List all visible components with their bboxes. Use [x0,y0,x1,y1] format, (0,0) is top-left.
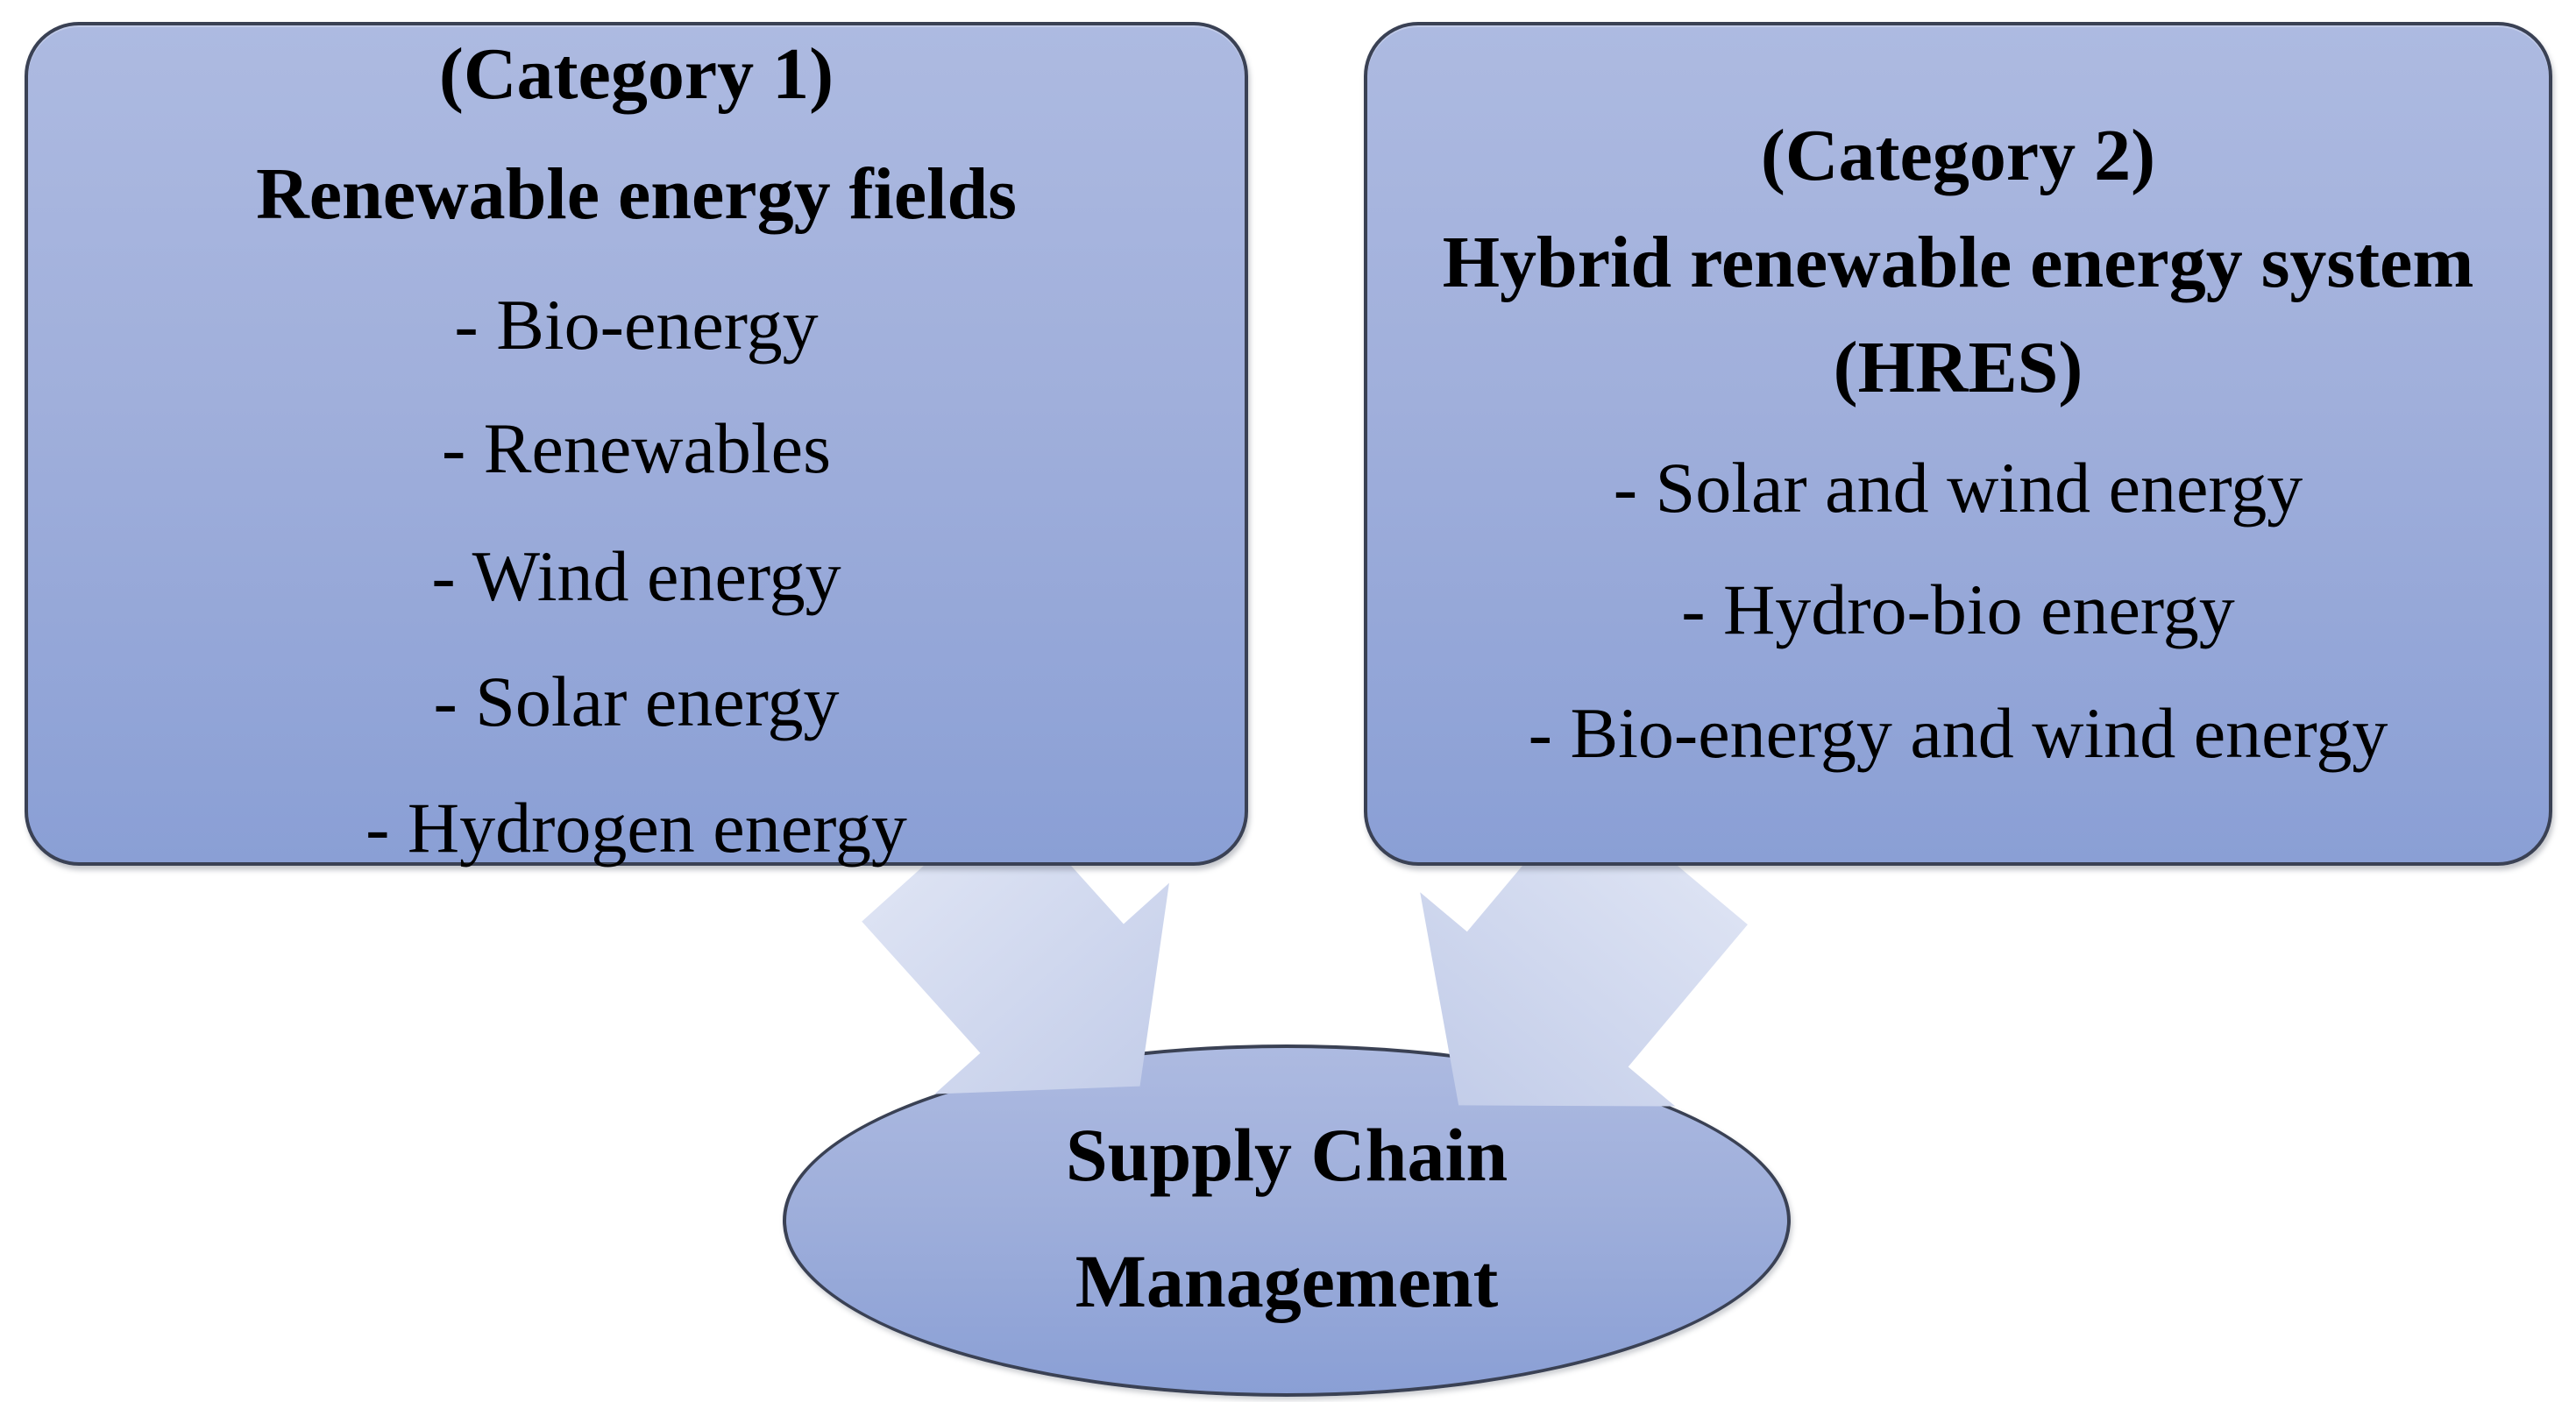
supply-chain-label-line2: Management [1075,1239,1499,1323]
category1-item: - Bio-energy [454,285,819,365]
category1-box [25,22,1248,866]
category1-title: (Category 1) [438,33,834,115]
category1-item: - Wind energy [431,536,841,616]
category1-subtitle: Renewable energy fields [256,153,1017,235]
category2-item: - Solar and wind energy [1613,448,2303,528]
category2-box [1364,22,2552,866]
left-connector-arrow-icon [862,792,1169,1094]
category1-item: - Solar energy [433,662,840,741]
category1-item: - Renewables [442,408,831,488]
category2-item: - Bio-energy and wind energy [1528,693,2388,773]
category2-title: (Category 2) [1760,115,2156,196]
category2-item: - Hydro-bio energy [1681,570,2235,649]
supply-chain-label-line1: Supply Chain [1065,1113,1508,1197]
category1-item: - Hydrogen energy [365,788,907,867]
category2-subtitle-line2: (HRES) [1833,327,2083,408]
right-connector-arrow-icon [1420,789,1748,1107]
category2-subtitle-line1: Hybrid renewable energy system [1442,222,2474,303]
